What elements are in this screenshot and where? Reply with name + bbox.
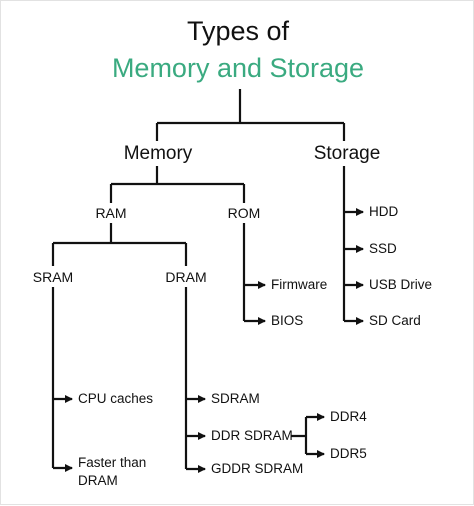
leaf-ddr5: DDR5 — [330, 446, 367, 461]
node-memory: Memory — [123, 143, 193, 164]
root-connector — [155, 89, 346, 141]
node-rom: ROM — [227, 205, 261, 221]
node-storage: Storage — [313, 143, 381, 164]
leaf-ssd: SSD — [369, 241, 397, 256]
leaf-cpu-caches: CPU caches — [78, 391, 154, 406]
memory-connector — [109, 166, 246, 203]
leaf-usb-drive: USB Drive — [369, 277, 433, 292]
title-line-1: Types of — [186, 16, 290, 46]
leaf-sd-card: SD Card — [369, 313, 421, 328]
leaf-firmware: Firmware — [271, 277, 328, 292]
node-ram: RAM — [95, 205, 127, 221]
title-line-2: Memory and Storage — [111, 53, 365, 83]
leaf-gddr-sdram: GDDR SDRAM — [211, 461, 304, 476]
node-dram: DRAM — [165, 269, 207, 285]
node-sram: SRAM — [32, 269, 74, 285]
leaf-faster-than-dram: Faster than DRAM — [78, 455, 147, 488]
leaf-ddr-sdram: DDR SDRAM — [211, 428, 293, 443]
leaf-bios: BIOS — [271, 313, 304, 328]
ram-connector — [51, 223, 188, 266]
leaf-ddr4: DDR4 — [330, 409, 367, 424]
leaf-hdd: HDD — [369, 204, 399, 219]
leaf-sdram: SDRAM — [211, 391, 260, 406]
ddr-branch-spine — [291, 417, 308, 454]
